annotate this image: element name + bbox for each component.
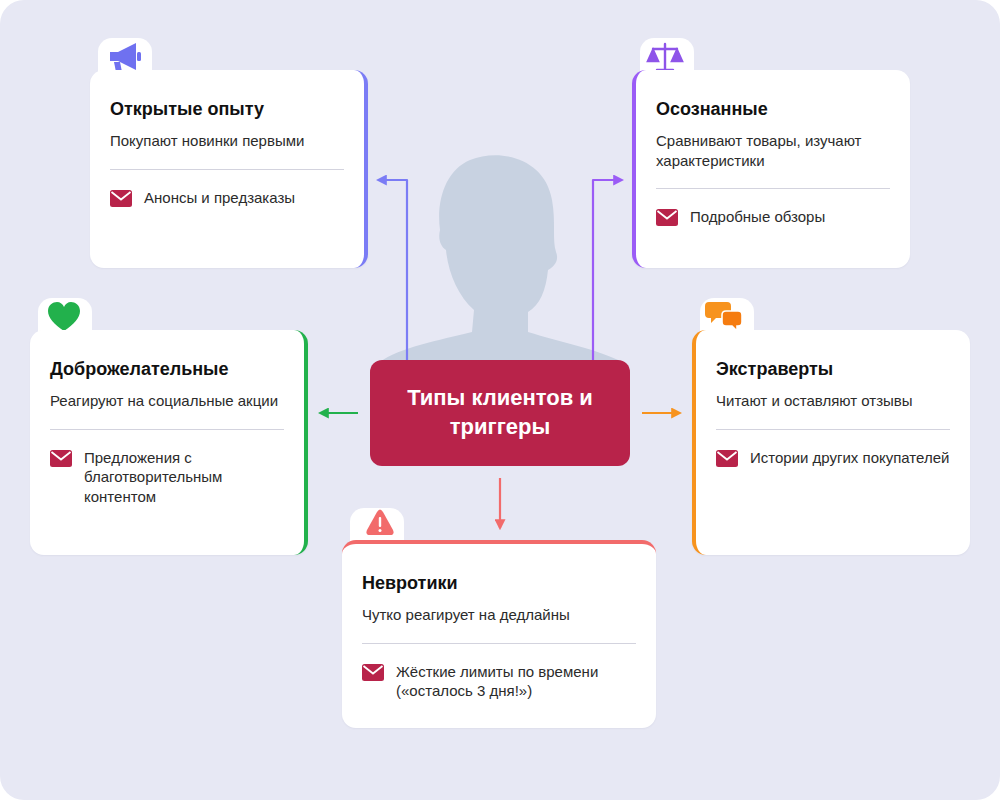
envelope-body [362,664,384,681]
card-description: Сравнивают товары, изучают характеристик… [656,131,890,170]
person-silhouette [380,155,622,362]
trigger-text: Предложения с благотворительным контенто… [84,448,284,507]
hub-box: Типы клиентов и триггеры [370,360,630,466]
megaphone-icon [110,43,141,72]
trigger-row: Истории других покупателей [716,448,950,468]
card-description: Реагируют на социальные акции [50,391,284,411]
separator-line [50,429,284,430]
type-card: ДоброжелательныеРеагируют на социальные … [30,330,308,555]
connector-arrow [593,180,622,360]
envelope-flap [364,666,383,674]
card-heading: Доброжелательные [50,358,284,381]
trigger-row: Анонсы и предзаказы [110,188,344,208]
envelope-flap [718,452,737,460]
type-card: ЭкстравертыЧитают и оставляют отзывыИсто… [692,330,970,555]
card-description: Чутко реагирует на дедлайны [362,605,636,625]
trigger-text: Подробные обзоры [690,207,825,227]
scales-icon [648,44,682,70]
separator-line [656,188,890,189]
envelope-body [716,450,738,467]
card-description: Покупают новинки первыми [110,131,344,151]
card-heading: Экстраверты [716,358,950,381]
type-card: ОсознанныеСравнивают товары, изучают хар… [632,70,910,268]
card-heading: Осознанные [656,98,890,121]
type-card: НевротикиЧутко реагирует на дедлайныЖёст… [342,540,656,728]
envelope-flap [112,192,131,200]
card-description: Читают и оставляют отзывы [716,391,950,411]
warning-icon [366,510,393,536]
envelope-flap [52,452,71,460]
envelope-body [110,190,132,207]
card-heading: Невротики [362,572,636,595]
trigger-row: Жёсткие лимиты по времени («осталось 3 д… [362,662,636,701]
heart-icon [48,302,80,331]
separator-line [716,429,950,430]
connector-arrow [378,180,407,360]
envelope-icon [110,190,132,207]
trigger-text: Жёсткие лимиты по времени («осталось 3 д… [396,662,636,701]
connector-arrow [642,412,680,414]
envelope-flap [658,211,677,219]
envelope-body [656,209,678,226]
envelope-body [50,450,72,467]
separator-line [110,169,344,170]
card-heading: Открытые опыту [110,98,344,121]
envelope-icon [656,209,678,226]
hub-title: Типы клиентов и триггеры [388,384,612,441]
envelope-icon [716,450,738,467]
trigger-row: Предложения с благотворительным контенто… [50,448,284,507]
type-card: Открытые опытуПокупают новинки первымиАн… [90,70,368,268]
separator-line [362,643,636,644]
trigger-text: Анонсы и предзаказы [144,188,295,208]
envelope-icon [50,450,72,467]
envelope-icon [362,664,384,681]
trigger-text: Истории других покупателей [750,448,949,468]
trigger-row: Подробные обзоры [656,207,890,227]
connector-arrow [499,478,501,528]
connector-arrow [320,412,358,414]
chat-icon [705,302,742,331]
